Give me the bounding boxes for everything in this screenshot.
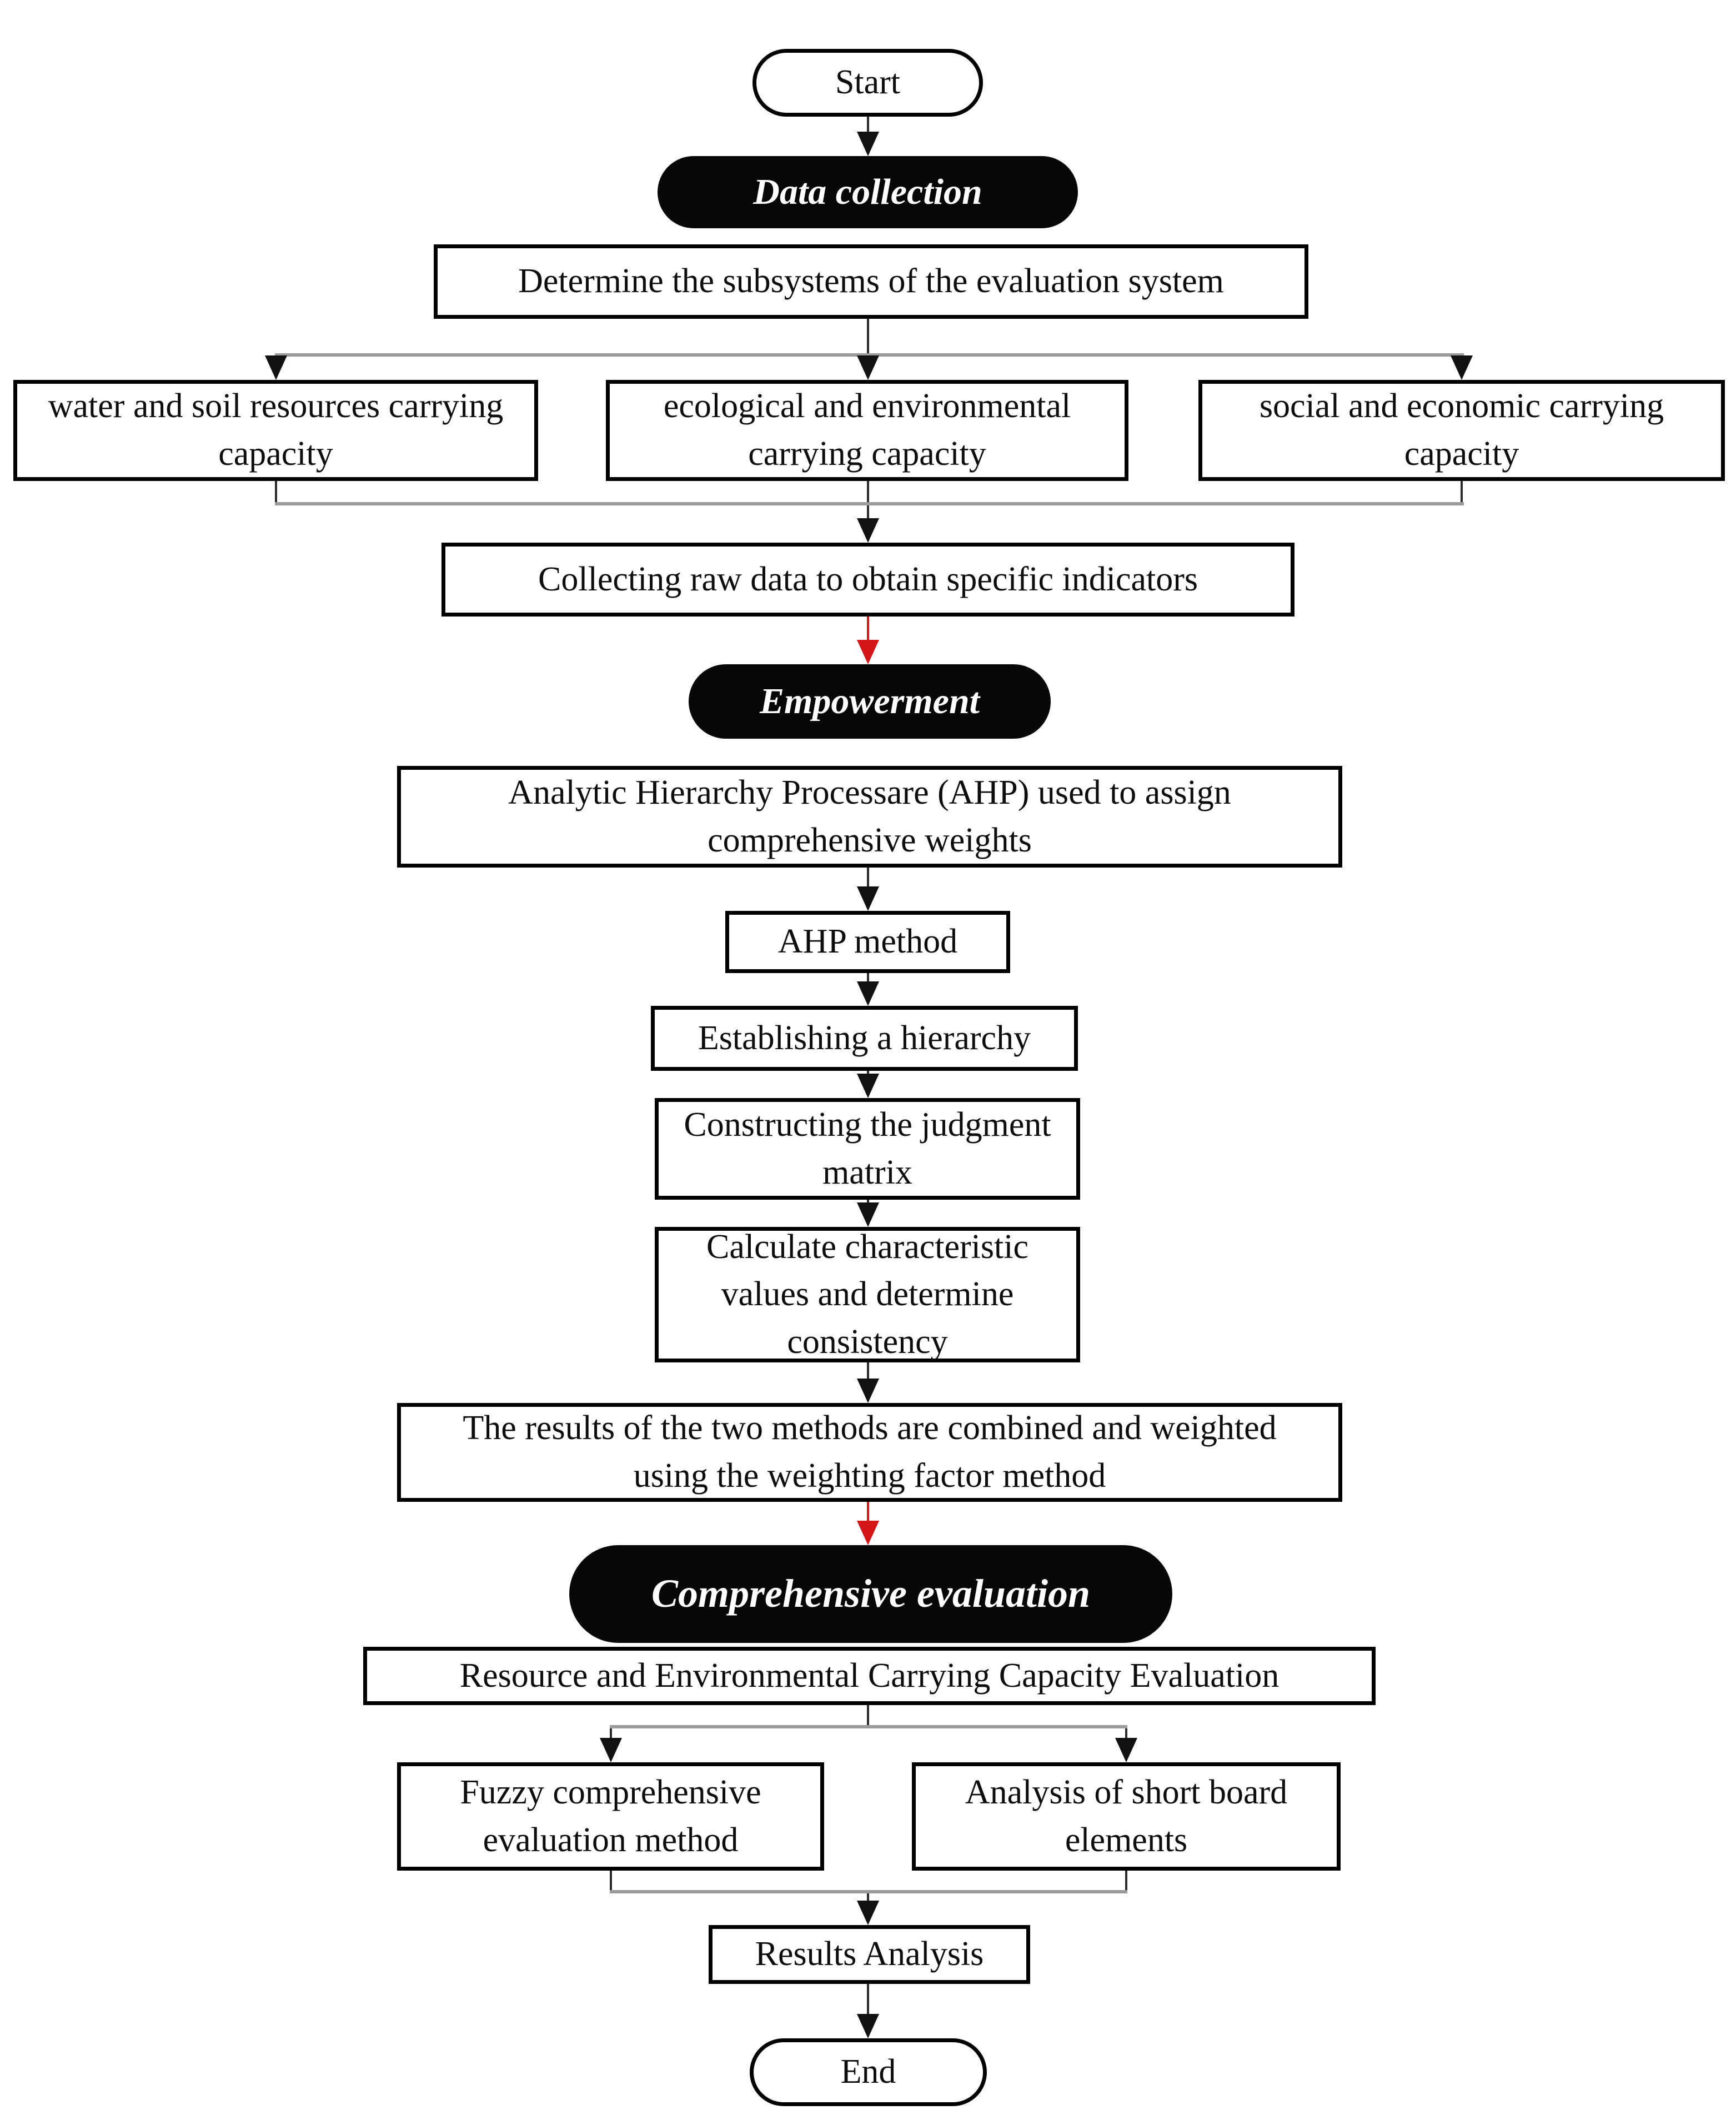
node-label: social and economic carrying capacity [1259, 387, 1664, 473]
node-label: Comprehensive evaluation [651, 1571, 1090, 1616]
arrowhead-down-icon [1115, 1738, 1137, 1762]
node-characteristic-values: Calculate characteristic values and dete… [655, 1227, 1080, 1362]
merge-line-methods [610, 1890, 1127, 1893]
node-label: water and soil resources carrying capaci… [48, 387, 504, 473]
node-label: Fuzzy comprehensive evaluation method [460, 1773, 761, 1859]
arrowhead-down-icon [857, 1074, 879, 1098]
merge-line-subsystems [275, 502, 1464, 505]
node-label: The results of the two methods are combi… [463, 1409, 1277, 1495]
arrowhead-down-icon [857, 1202, 879, 1227]
arrowhead-down-red-icon [857, 1521, 879, 1545]
node-label: Start [835, 63, 901, 102]
connector-ecological-down [867, 481, 869, 505]
node-label: Results Analysis [755, 1935, 984, 1973]
node-collecting: Collecting raw data to obtain specific i… [441, 543, 1295, 617]
arrowhead-down-icon [1451, 355, 1473, 380]
connector-ahpmethod-to-establish [867, 973, 869, 984]
connector-results-to-end [867, 1984, 869, 2016]
connector-collecting-to-empowerment [867, 617, 869, 642]
node-combine-weighting: The results of the two methods are combi… [397, 1403, 1342, 1502]
connector-social-economic-down [1461, 481, 1463, 505]
node-label: Resource and Environmental Carrying Capa… [459, 1656, 1280, 1695]
node-label: Determine the subsystems of the evaluati… [518, 262, 1224, 300]
node-judgment-matrix: Constructing the judgment matrix [655, 1098, 1080, 1200]
arrowhead-down-icon [857, 981, 879, 1006]
node-start: Start [752, 49, 983, 117]
node-label: Empowerment [759, 681, 980, 722]
node-comprehensive-evaluation: Comprehensive evaluation [569, 1545, 1172, 1643]
node-label: End [840, 2053, 896, 2091]
connector-merge-to-results [867, 1893, 869, 1904]
connector-combine-to-comprehensive [867, 1502, 869, 1523]
arrowhead-down-red-icon [857, 640, 879, 664]
connector-start-to-data-collection [867, 117, 869, 134]
arrowhead-down-icon [857, 132, 879, 156]
node-ahp-assign: Analytic Hierarchy Processare (AHP) used… [397, 766, 1342, 868]
node-ahp-method: AHP method [725, 911, 1010, 973]
arrowhead-down-icon [857, 518, 879, 543]
node-ecological: ecological and environmental carrying ca… [606, 380, 1128, 481]
node-end: End [750, 2038, 987, 2106]
connector-recc-stem [867, 1705, 869, 1728]
branch-line-methods [610, 1725, 1127, 1728]
arrowhead-down-icon [857, 1901, 879, 1925]
node-determine-subsystems: Determine the subsystems of the evaluati… [434, 244, 1308, 319]
connector-branch-to-fuzzy [610, 1728, 612, 1740]
arrowhead-down-icon [600, 1738, 622, 1762]
node-water-soil: water and soil resources carrying capaci… [13, 380, 538, 481]
node-label: Calculate characteristic values and dete… [706, 1227, 1029, 1361]
node-label: Analysis of short board elements [965, 1773, 1288, 1859]
node-results-analysis: Results Analysis [709, 1925, 1030, 1984]
connector-shortboard-down [1125, 1871, 1127, 1893]
node-data-collection: Data collection [658, 156, 1078, 228]
connector-merge-to-collecting [867, 505, 869, 521]
node-label: AHP method [777, 923, 958, 961]
arrowhead-down-icon [857, 1379, 879, 1403]
arrowhead-down-icon [857, 886, 879, 911]
arrowhead-down-icon [265, 355, 287, 380]
node-label: Establishing a hierarchy [698, 1019, 1031, 1057]
node-empowerment: Empowerment [689, 664, 1051, 739]
arrowhead-down-icon [857, 355, 879, 380]
node-label: Constructing the judgment matrix [684, 1105, 1051, 1191]
connector-characteristic-to-combine [867, 1362, 869, 1381]
connector-determine-stem [867, 319, 869, 355]
connector-fuzzy-down [610, 1871, 612, 1893]
connector-ahpassign-to-ahpmethod [867, 868, 869, 889]
arrowhead-down-icon [857, 2014, 879, 2038]
connector-branch-to-shortboard [1125, 1728, 1127, 1740]
node-fuzzy-method: Fuzzy comprehensive evaluation method [397, 1762, 824, 1871]
node-recc-evaluation: Resource and Environmental Carrying Capa… [363, 1647, 1376, 1705]
node-short-board: Analysis of short board elements [912, 1762, 1341, 1871]
node-label: Data collection [753, 172, 982, 213]
node-label: ecological and environmental carrying ca… [663, 387, 1071, 473]
node-social-economic: social and economic carrying capacity [1198, 380, 1725, 481]
node-label: Collecting raw data to obtain specific i… [538, 560, 1198, 598]
node-establish-hierarchy: Establishing a hierarchy [651, 1006, 1078, 1071]
node-label: Analytic Hierarchy Processare (AHP) used… [508, 773, 1231, 859]
connector-water-soil-down [275, 481, 277, 505]
branch-line-subsystems [275, 353, 1464, 357]
